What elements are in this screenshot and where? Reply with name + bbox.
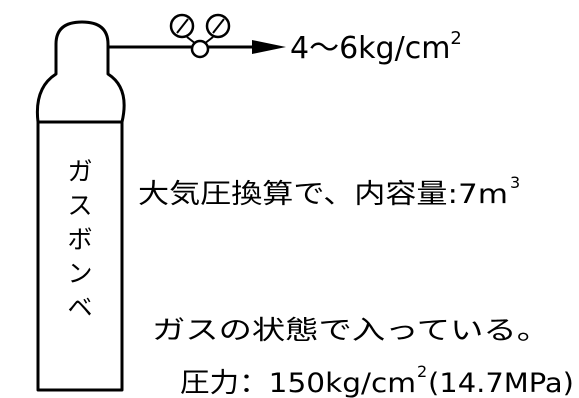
outlet-pressure-label: 4～6kg/cm2: [290, 28, 462, 66]
gas-cylinder-outline: [35, 20, 126, 392]
volume-note-sup: 3: [510, 173, 520, 192]
cylinder-label-char-3: ボ: [67, 225, 92, 254]
outlet-pressure-text: 4～6kg/cm: [290, 31, 450, 66]
volume-note: 大気圧換算で、内容量:7m: [138, 179, 508, 210]
volume-note-text: 大気圧換算で、内容量:7m: [138, 179, 508, 210]
cylinder-label-char-4: ン: [67, 259, 92, 288]
pressure-regulator: [169, 13, 231, 59]
fill-pressure-prefix: 圧力：150kg/cm: [180, 368, 416, 398]
cylinder-label: ガ ス ボ ン ベ: [67, 157, 92, 322]
pressure-gauge-icon-left: [169, 13, 195, 39]
cylinder-label-char-2: ス: [67, 191, 92, 220]
cylinder-label-char-5: ベ: [67, 293, 92, 322]
outlet-pressure-sup: 2: [450, 28, 461, 49]
fill-pressure-suffix: (14.7MPa): [428, 368, 574, 398]
outlet-arrow-head: [252, 40, 286, 54]
cylinder-label-char-1: ガ: [67, 157, 92, 186]
regulator-valve-body: [190, 39, 210, 59]
state-note: ガスの状態で入っている。: [152, 316, 550, 346]
pressure-gauge-icon-right: [205, 13, 231, 39]
fill-pressure-sup: 2: [417, 362, 427, 381]
